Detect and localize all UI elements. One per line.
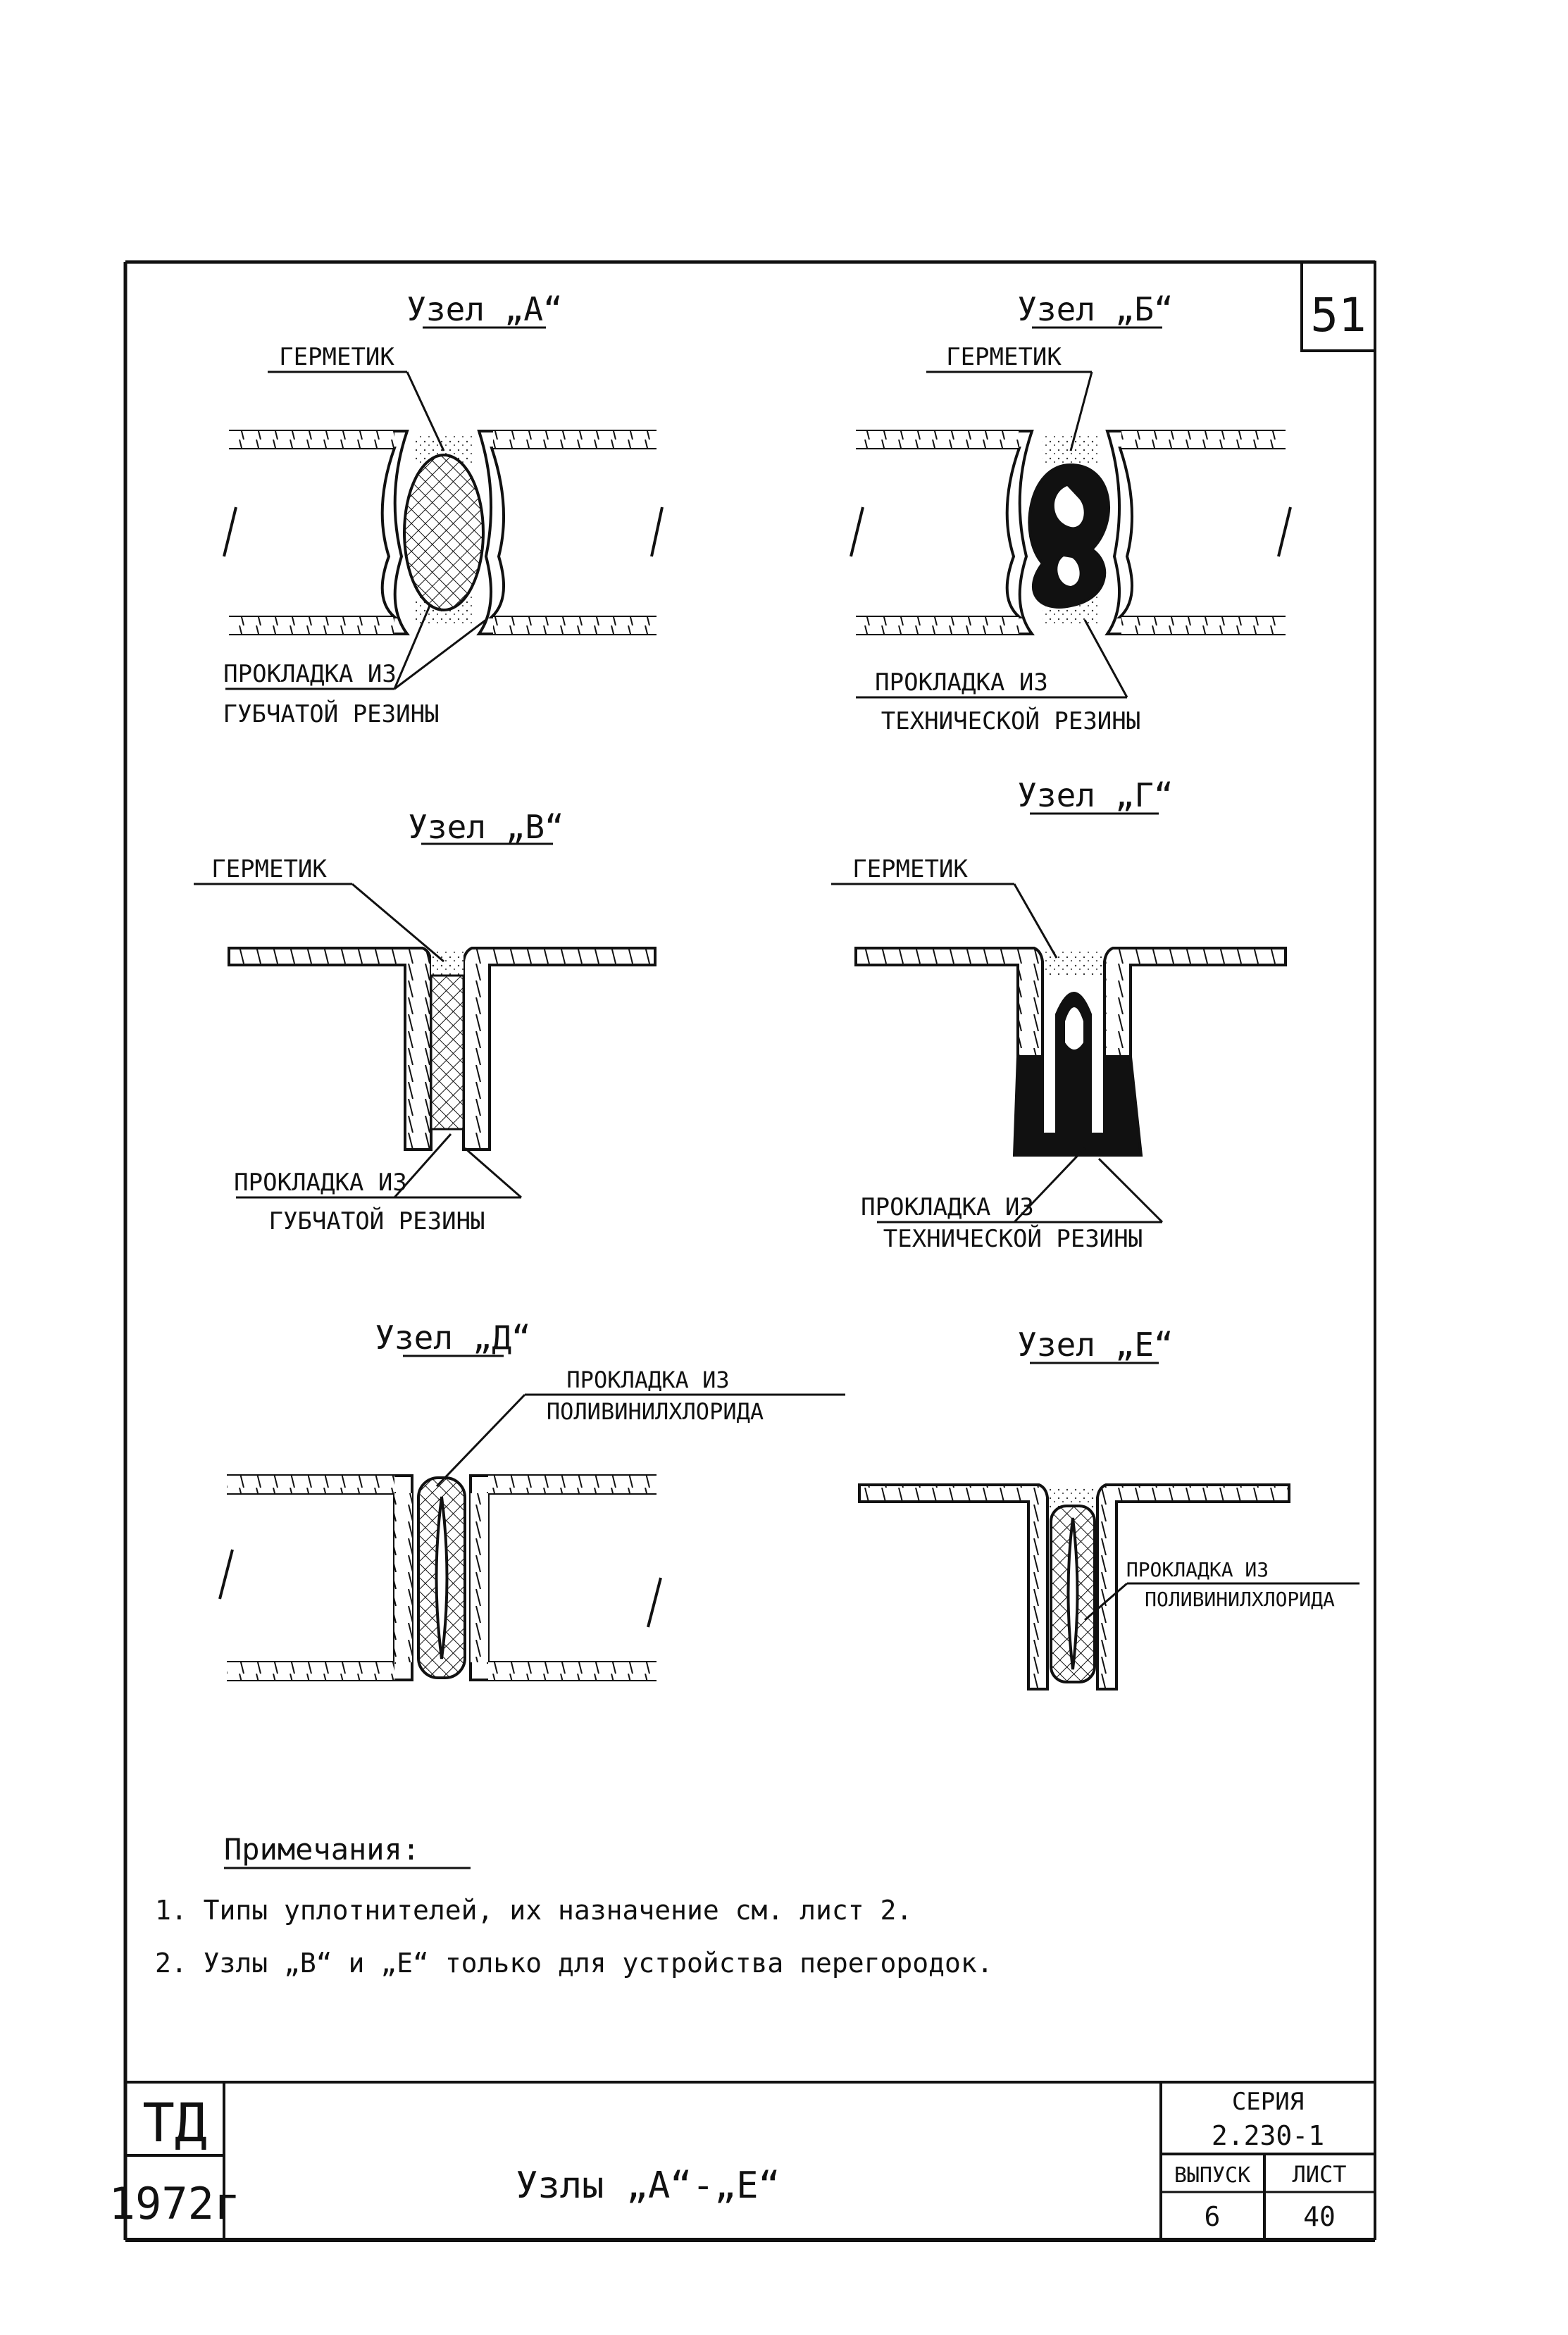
node-v-sealant-label: ГЕРМЕТИК (211, 855, 327, 883)
node-e-title: Узел „Е“ (1017, 1326, 1174, 1364)
sheet-label: ЛИСТ (1292, 2161, 1346, 2188)
node-b-drawing (850, 326, 1292, 699)
node-a-title: Узел „А“ (406, 290, 563, 328)
sheet-value: 40 (1303, 2201, 1336, 2232)
node-e-gasket-label-1: ПРОКЛАДКА ИЗ (1126, 1558, 1269, 1581)
sheet-number: 51 (1310, 288, 1366, 342)
note-2: 2. Узлы „В“ и „Е“ только для устройства … (155, 1948, 993, 1979)
node-g-drawing (831, 812, 1287, 1223)
issue-value: 6 (1205, 2201, 1221, 2232)
node-v-gasket-label-1: ПРОКЛАДКА ИЗ (234, 1169, 407, 1197)
node-e-drawing (858, 1362, 1359, 1690)
node-g-gasket-label-1: ПРОКЛАДКА ИЗ (861, 1193, 1034, 1221)
notes-heading: Примечания: (224, 1832, 420, 1867)
node-a-sealant-label: ГЕРМЕТИК (279, 343, 394, 371)
node-g-title: Узел „Г“ (1017, 776, 1174, 814)
node-v-title: Узел „В“ (408, 808, 564, 846)
node-v-drawing (194, 842, 657, 1199)
title-block-year: 1972г (109, 2178, 241, 2229)
node-v-gasket-label-2: ГУБЧАТОЙ РЕЗИНЫ (268, 1207, 485, 1235)
series-value: 2.230-1 (1212, 2120, 1324, 2151)
node-g-sealant-label: ГЕРМЕТИК (852, 855, 968, 883)
node-g-gasket-label-2: ТЕХНИЧЕСКОЙ РЕЗИНЫ (883, 1224, 1143, 1253)
node-a-gasket-label-1: ПРОКЛАДКА ИЗ (223, 660, 397, 688)
node-d-gasket-label-1: ПРОКЛАДКА ИЗ (566, 1366, 729, 1393)
node-d-gasket-label-2: ПОЛИВИНИЛХЛОРИДА (547, 1398, 764, 1425)
title-block-title: Узлы „А“-„Е“ (516, 2165, 780, 2207)
node-e-gasket-label-2: ПОЛИВИНИЛХЛОРИДА (1145, 1588, 1335, 1611)
node-d-drawing (218, 1355, 845, 1681)
node-b-sealant-label: ГЕРМЕТИК (946, 343, 1062, 371)
series-label: СЕРИЯ (1232, 2088, 1304, 2116)
note-1: 1. Типы уплотнителей, их назначение см. … (155, 1895, 912, 1926)
node-b-gasket-label-1: ПРОКЛАДКА ИЗ (875, 668, 1048, 697)
node-b-title: Узел „Б“ (1017, 290, 1174, 328)
node-a-drawing (223, 326, 664, 690)
node-a-gasket-label-2: ГУБЧАТОЙ РЕЗИНЫ (223, 699, 439, 728)
node-d-title: Узел „Д“ (375, 1319, 531, 1357)
sheet-frame (123, 260, 1376, 2242)
title-block-org: ТД (142, 2091, 207, 2154)
issue-label: ВЫПУСК (1174, 2163, 1250, 2188)
node-b-gasket-label-2: ТЕХНИЧЕСКОЙ РЕЗИНЫ (881, 706, 1140, 735)
